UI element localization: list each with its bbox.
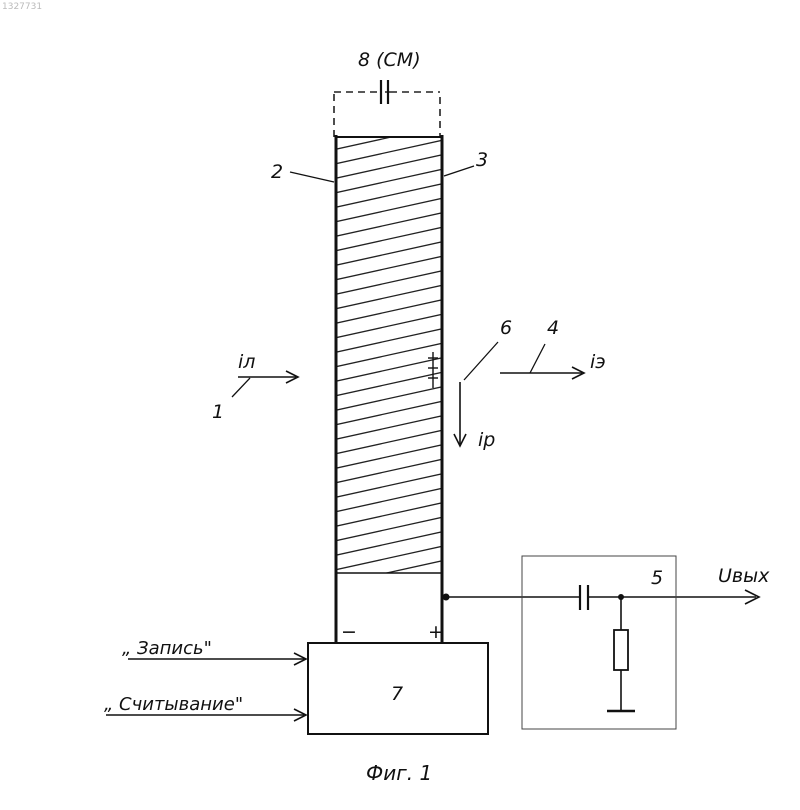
- current-r-label: ip: [478, 429, 495, 451]
- crystal-hatching: [330, 110, 448, 644]
- corner-code: 1327731: [2, 2, 42, 12]
- minus-sign: −: [341, 621, 357, 643]
- hatch-line: [330, 270, 448, 296]
- leader-4: [530, 344, 545, 373]
- hatch-line: [330, 415, 448, 441]
- ref-label-5: 5: [651, 567, 663, 589]
- leader-2: [290, 172, 334, 182]
- hatch-line: [330, 313, 448, 339]
- hatch-line: [330, 371, 448, 397]
- leader-3: [444, 166, 474, 176]
- write-label: „ Запись": [122, 638, 212, 659]
- hatch-line: [330, 574, 448, 600]
- leader-6: [464, 342, 498, 380]
- hatch-line: [330, 255, 448, 281]
- hatch-line: [330, 531, 448, 557]
- leader-1: [232, 378, 250, 397]
- hatch-line: [330, 444, 448, 470]
- resistor: [614, 630, 628, 670]
- hatch-line: [330, 328, 448, 354]
- ref-label-1: 1: [212, 401, 224, 423]
- hatch-line: [330, 473, 448, 499]
- hatch-line: [330, 487, 448, 513]
- hatch-line: [330, 139, 448, 165]
- ref-label-4: 4: [547, 317, 559, 339]
- ref-label-6: 6: [500, 317, 512, 339]
- hatch-line: [330, 516, 448, 542]
- hatch-line: [330, 183, 448, 209]
- hatch-line: [330, 429, 448, 455]
- hatch-line: [330, 589, 448, 615]
- plus-sign: +: [428, 621, 444, 643]
- capacitor-label: 8 (СМ): [358, 49, 421, 71]
- hatch-line: [330, 400, 448, 426]
- hatch-line: [330, 284, 448, 310]
- hatch-line: [330, 299, 448, 325]
- current-e-label: iэ: [590, 351, 606, 373]
- hatch-line: [330, 502, 448, 528]
- hatch-line: [330, 386, 448, 412]
- hatch-line: [330, 545, 448, 571]
- ref-label-7: 7: [391, 683, 403, 705]
- output-label: Uвых: [718, 565, 770, 587]
- hatch-line: [330, 154, 448, 180]
- ref-label-2: 2: [271, 161, 283, 183]
- hatch-line: [330, 342, 448, 368]
- figure-caption: Фиг. 1: [366, 761, 432, 785]
- hatch-line: [330, 212, 448, 238]
- ref-label-3: 3: [476, 149, 488, 171]
- current-l-label: iл: [238, 351, 255, 373]
- read-label: „ Считывание": [104, 694, 243, 715]
- hatch-line: [330, 458, 448, 484]
- hatch-line: [330, 226, 448, 252]
- hatch-line: [330, 197, 448, 223]
- hatch-line: [330, 241, 448, 267]
- hatch-line: [330, 168, 448, 194]
- hatch-line: [330, 110, 448, 136]
